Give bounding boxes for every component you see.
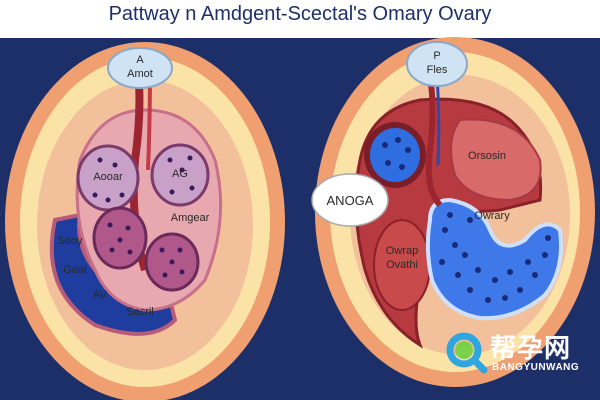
right-callout-bubble [311,173,389,227]
right-follicle-dots [382,137,551,303]
left-label-side-1: Sooy [57,235,83,247]
right-ovary: P Fles ANOGA Orsosin Owrary Owrap Ovathi [311,37,595,387]
left-follicle-2 [150,143,210,207]
right-top-label-b: Fles [427,64,448,76]
left-ovary: A Amot Aooar AG Amgear Sooy Geal AV Secr… [5,42,285,400]
right-top-bubble [406,41,468,87]
left-label-bottom: Secril [126,306,154,318]
right-callout-label: ANOGA [327,193,374,208]
left-top-label-a: A [136,54,144,66]
left-follicle-dots [92,155,195,278]
left-top-label-b: Amot [127,68,153,80]
right-top-label-a: P [433,50,440,62]
right-vessel-red [425,74,443,208]
right-upper-lobe [450,118,542,202]
left-label-side-2: Geal [63,264,86,276]
left-label-upper-left: Aooar [93,171,123,183]
watermark-magnifier-icon [446,332,488,374]
left-label-middle-right: Amgear [171,212,210,224]
watermark-chinese: 帮孕网 [490,334,572,364]
watermark-logo: 帮孕网 BANGYUNWANG [444,328,594,378]
right-label-left-2: Ovathi [386,259,418,271]
right-label-upper-right: Orsosin [468,150,506,162]
right-label-middle-right: Owrary [474,210,510,222]
left-label-side-3: AV [93,289,108,301]
right-blue-region [425,197,563,321]
right-label-left-1: Owrap [386,245,418,257]
left-top-bubble [107,47,173,89]
diagram-title: Pattway n Amdgent-Scectal's Omary Ovary [108,3,492,25]
watermark-english: BANGYUNWANG [492,362,580,373]
left-label-upper-right: AG [172,168,188,180]
right-vessel-blue [435,75,441,166]
title-banner: Pattway n Amdgent-Scectal's Omary Ovary [0,0,600,38]
right-blue-follicle [364,122,426,188]
